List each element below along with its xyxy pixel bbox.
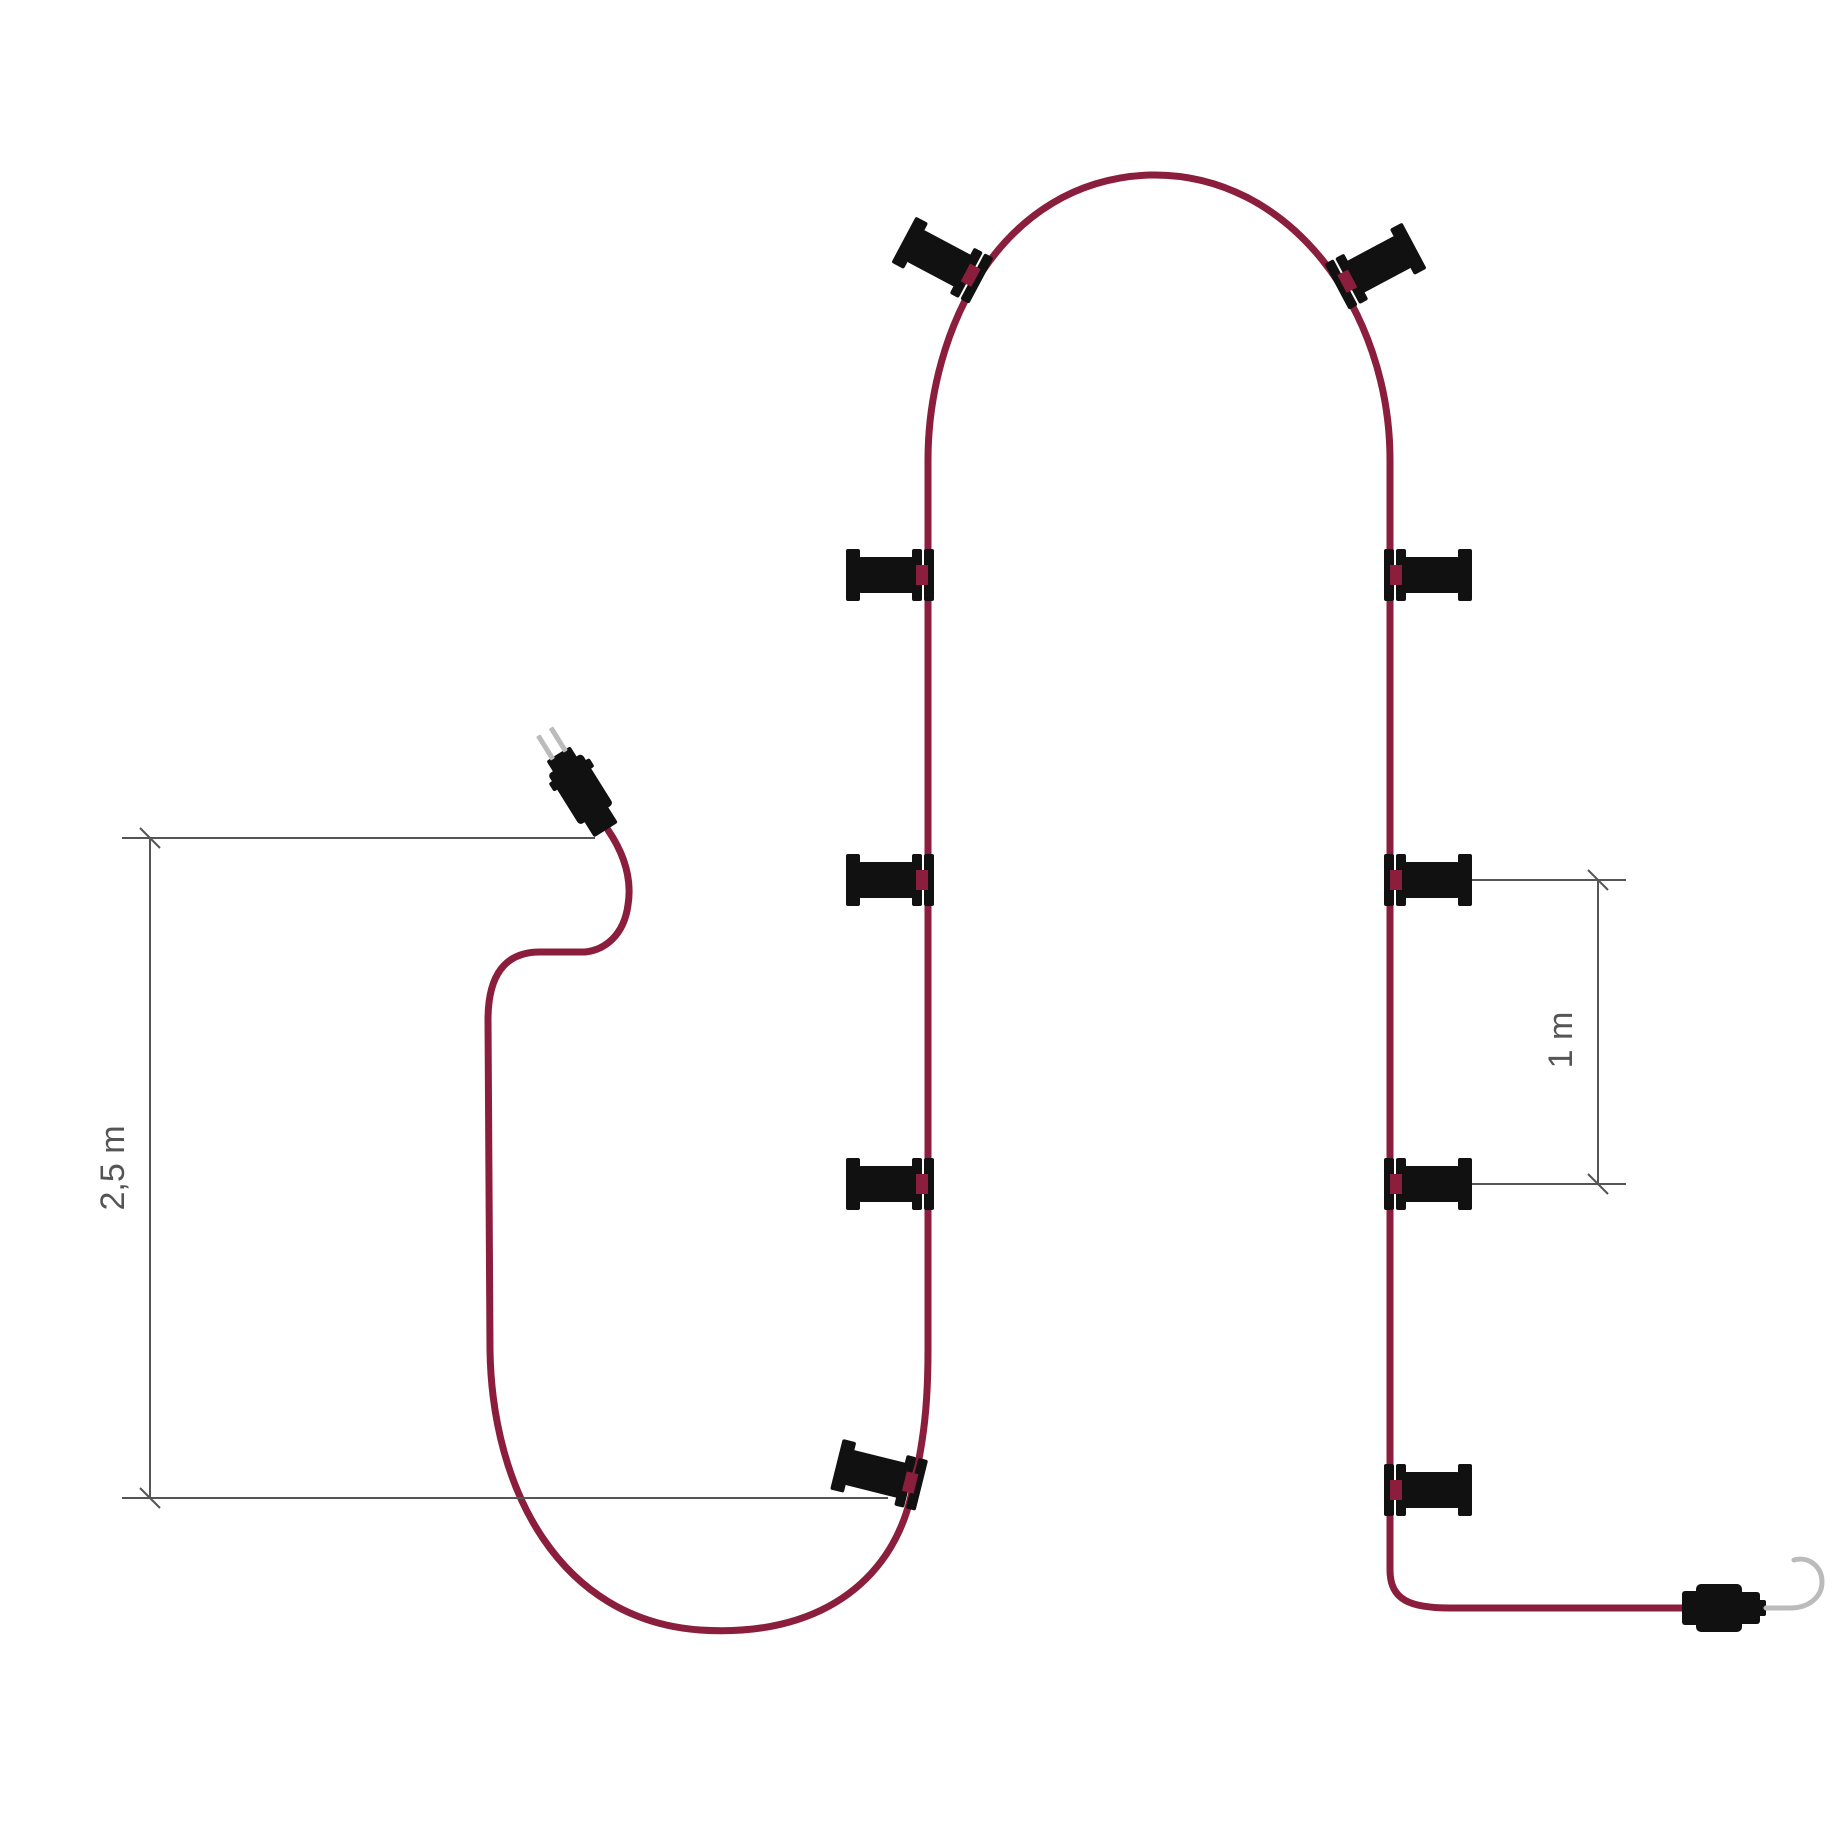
- cable: [484, 171, 1694, 1635]
- power-plug-icon: [536, 726, 618, 837]
- dimension-label-1m: 1 m: [1542, 1012, 1580, 1069]
- lamp-socket-icon: [891, 216, 994, 304]
- dimension-tick-bottom: [1587, 1173, 1609, 1195]
- dimension-tick-top: [1587, 869, 1609, 891]
- lamp-socket-icon: [846, 1158, 934, 1210]
- lamp-socket-icon: [1384, 1464, 1472, 1516]
- dimension-1m: [1395, 869, 1626, 1195]
- dimension-tick-top: [139, 827, 161, 849]
- lamp-socket-icon: [830, 1438, 929, 1511]
- lamp-socket-icon: [1384, 1158, 1472, 1210]
- lamp-socket-icon: [1324, 222, 1427, 310]
- dimension-label-2-5m: 2,5 m: [94, 1125, 132, 1210]
- hook-icon: [1763, 1556, 1825, 1611]
- lamp-socket-icon: [1384, 854, 1472, 906]
- end-connector-icon: [1682, 1584, 1766, 1632]
- dimension-tick-bottom: [139, 1487, 161, 1509]
- lamp-socket-icon: [846, 549, 934, 601]
- dimension-2-5m: [122, 827, 888, 1509]
- lamp-socket-icon: [1384, 549, 1472, 601]
- lamp-socket-icon: [846, 854, 934, 906]
